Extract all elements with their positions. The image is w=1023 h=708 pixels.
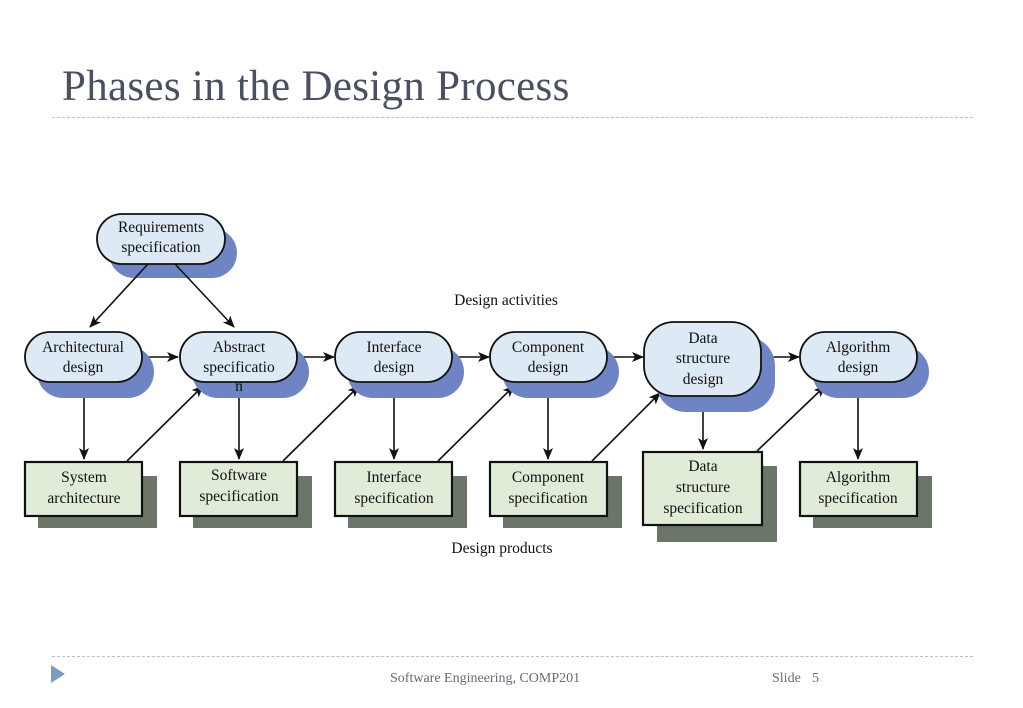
node-label: specificatio — [203, 359, 275, 376]
node-label: design — [683, 371, 724, 388]
node-label: design — [838, 359, 879, 376]
product-component-specification: Component specification — [488, 460, 622, 528]
node-label: System — [61, 469, 107, 486]
node-label: Software — [211, 467, 267, 484]
node-body — [643, 321, 762, 397]
title-divider — [52, 117, 973, 118]
node-label: specification — [121, 239, 200, 256]
arrow — [756, 385, 826, 452]
footer-divider — [52, 656, 973, 657]
node-body — [799, 331, 918, 383]
node-label: design — [374, 359, 415, 376]
activity-data-structure-design: Data structure design — [643, 321, 775, 412]
node-body — [798, 460, 919, 518]
node-label: specification — [663, 500, 742, 517]
node-label: structure — [676, 350, 730, 367]
node-label: design — [528, 359, 569, 376]
arrow — [591, 392, 661, 462]
activity-abstract-specification: Abstract specificatio n — [179, 331, 309, 398]
design-activities-label: Design activities — [454, 292, 558, 309]
node-label: Component — [512, 339, 585, 356]
product-software-specification: Software specification — [178, 460, 312, 528]
node-label: Interface — [366, 469, 421, 486]
arrow — [437, 385, 515, 462]
arrow — [89, 263, 149, 328]
node-body — [488, 460, 609, 518]
node-label: architecture — [47, 490, 120, 507]
product-algorithm-specification: Algorithm specification — [798, 460, 932, 528]
arrow — [174, 263, 235, 328]
node-label: structure — [676, 479, 730, 496]
activity-interface-design: Interface design — [334, 331, 464, 398]
arrow — [126, 385, 204, 462]
node-label: Data — [688, 458, 717, 475]
footer-slide-number: 5 — [812, 671, 819, 686]
footer-slide-label: Slide — [772, 671, 801, 686]
footer-course: Software Engineering, COMP201 — [390, 671, 581, 686]
node-body — [96, 213, 226, 265]
product-data-structure-specification: Data structure specification — [641, 450, 777, 542]
node-body — [178, 460, 299, 518]
node-body — [333, 460, 454, 518]
arrow — [282, 385, 360, 462]
product-system-architecture: System architecture — [23, 460, 157, 528]
node-label: Architectural — [42, 339, 124, 356]
page-title: Phases in the Design Process — [62, 63, 570, 110]
activity-component-design: Component design — [489, 331, 619, 398]
product-interface-specification: Interface specification — [333, 460, 467, 528]
requirements-specification-node: Requirements specification — [96, 213, 237, 278]
node-label: Algorithm — [826, 339, 891, 356]
node-body — [641, 450, 764, 527]
node-label: specification — [354, 490, 433, 507]
node-body — [489, 331, 608, 383]
play-triangle-icon — [51, 665, 65, 683]
node-label: specification — [199, 488, 278, 505]
design-products-label: Design products — [451, 540, 552, 557]
node-label: Requirements — [118, 219, 204, 236]
node-label: Abstract — [213, 339, 266, 356]
node-body — [23, 460, 144, 518]
node-label: Component — [512, 469, 585, 486]
node-label: specification — [508, 490, 587, 507]
node-label: Interface — [366, 339, 421, 356]
node-body — [334, 331, 453, 383]
node-label: Data — [688, 330, 717, 347]
node-label: n — [235, 378, 243, 395]
node-body — [179, 331, 298, 383]
node-label: Algorithm — [826, 469, 891, 486]
activity-architectural-design: Architectural design — [24, 331, 154, 398]
activity-algorithm-design: Algorithm design — [799, 331, 929, 398]
node-label: specification — [818, 490, 897, 507]
node-body — [24, 331, 143, 383]
node-label: design — [63, 359, 104, 376]
